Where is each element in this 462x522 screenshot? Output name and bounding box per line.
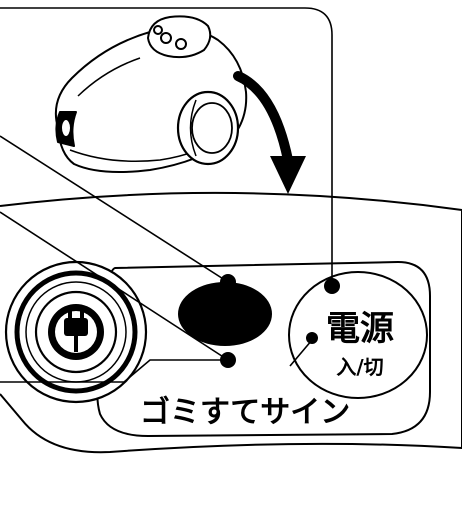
plug-button[interactable] [4, 260, 148, 404]
callout-frame [0, 7, 333, 190]
dust-sign-indicator [178, 282, 272, 346]
arrow-shaft [233, 71, 293, 165]
down-arrow-icon [270, 156, 306, 194]
power-plug-icon [48, 304, 104, 360]
leader-lines [0, 135, 333, 383]
dust-sign-label: ゴミすてサイン [140, 395, 350, 430]
power-main-label: 電源 [326, 309, 394, 349]
power-sub-label: 入/切 [336, 355, 383, 379]
vacuum-cleaner-icon [54, 15, 248, 173]
power-switch-button[interactable]: 電源 入/切 [288, 271, 428, 399]
callout-dots [220, 274, 340, 368]
